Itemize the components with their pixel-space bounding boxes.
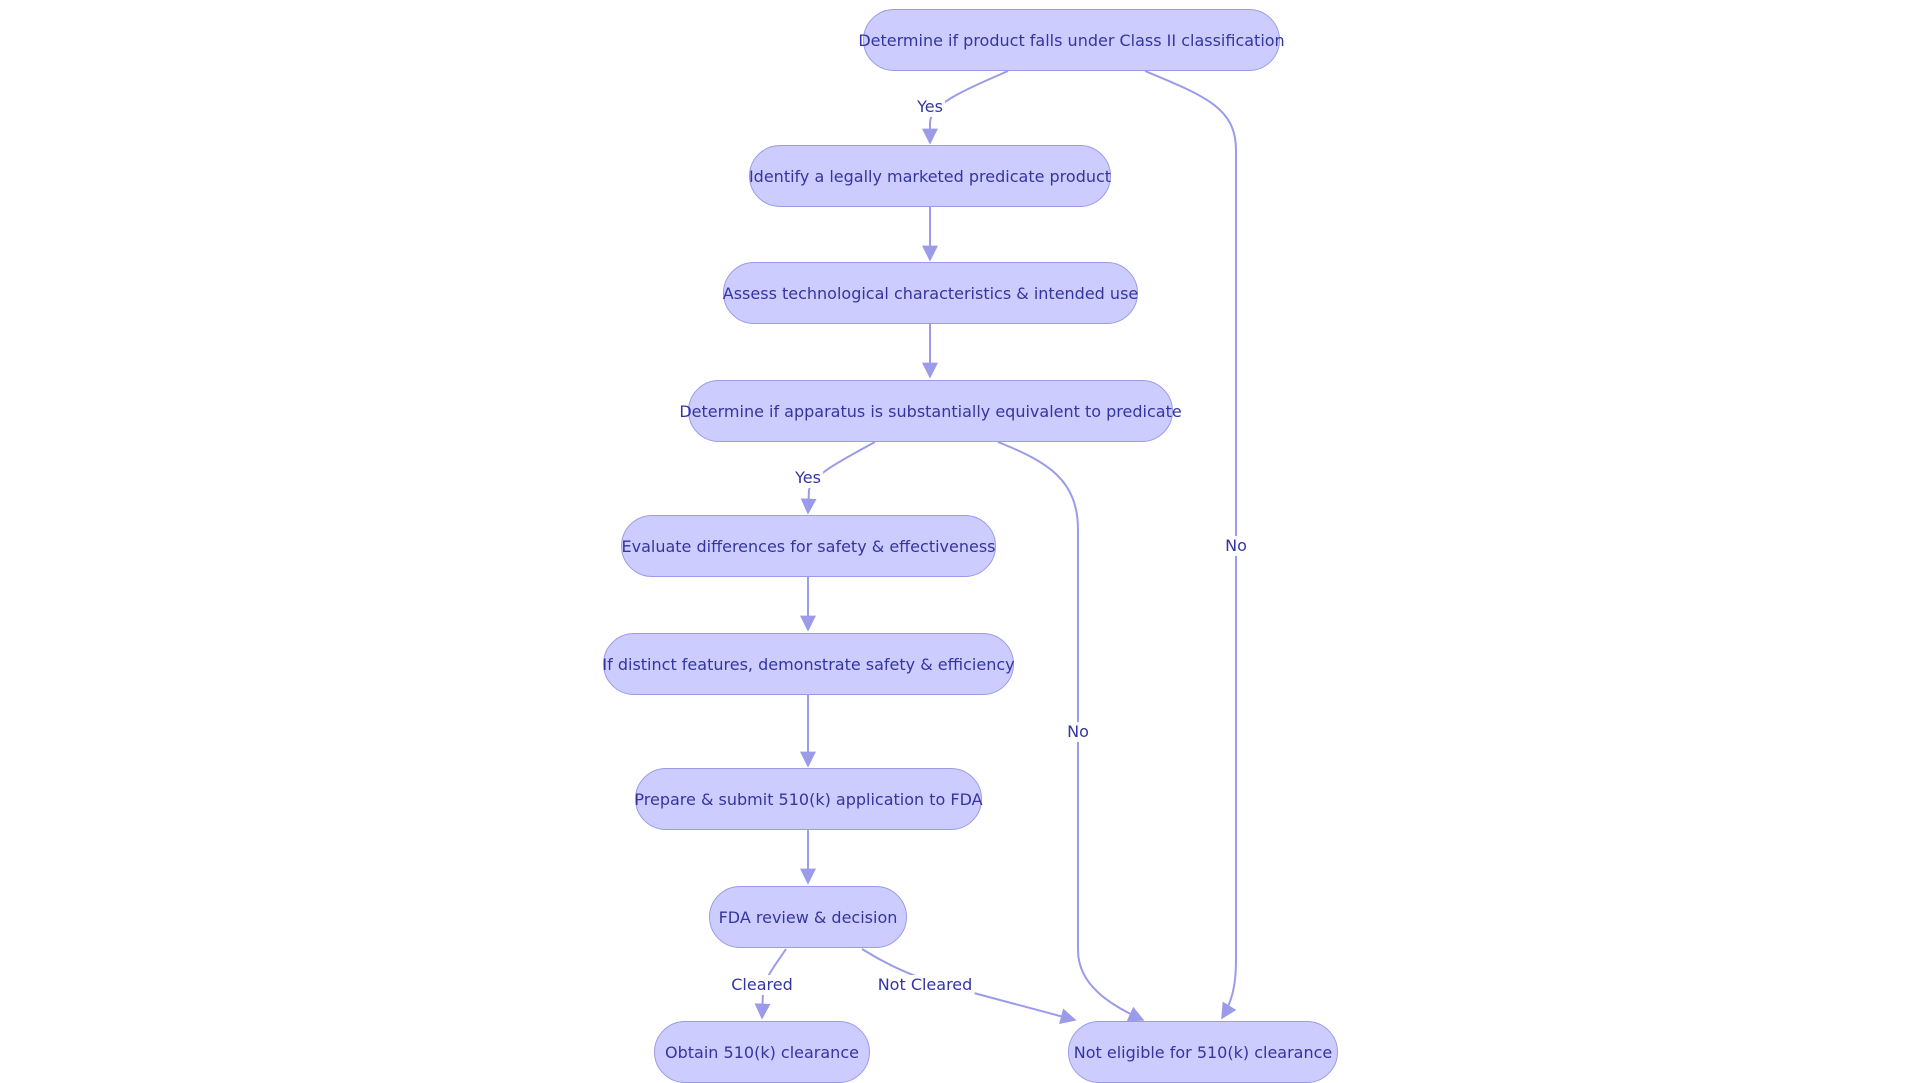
node-fda-review: FDA review & decision: [709, 886, 907, 948]
edge-class2-to-noteligible: [1144, 70, 1237, 1020]
edge-label-equivalent-yes: Yes: [793, 468, 823, 488]
node-evaluate-differences: Evaluate differences for safety & effect…: [621, 515, 996, 577]
node-class2-classification: Determine if product falls under Class I…: [858, 9, 1285, 71]
node-obtain-clearance: Obtain 510(k) clearance: [654, 1021, 870, 1083]
edge-equivalent-to-evaluate: [800, 441, 876, 515]
node-not-eligible: Not eligible for 510(k) clearance: [1068, 1021, 1338, 1083]
edge-label-class2-yes: Yes: [915, 97, 945, 117]
edge-label-class2-no: No: [1223, 536, 1249, 556]
node-submit-510k: Prepare & submit 510(k) application to F…: [634, 768, 983, 830]
edge-equivalent-to-noteligible: [997, 441, 1145, 1022]
node-substantial-equivalence: Determine if apparatus is substantially …: [679, 380, 1182, 442]
edge-class2-to-predicate: [922, 70, 1009, 145]
edge-label-not-cleared: Not Cleared: [875, 975, 975, 995]
node-identify-predicate: Identify a legally marketed predicate pr…: [749, 145, 1111, 207]
edge-label-equivalent-no: No: [1065, 722, 1091, 742]
edge-label-cleared: Cleared: [729, 975, 795, 995]
node-assess-characteristics: Assess technological characteristics & i…: [723, 262, 1138, 324]
node-distinct-features: If distinct features, demonstrate safety…: [602, 633, 1015, 695]
